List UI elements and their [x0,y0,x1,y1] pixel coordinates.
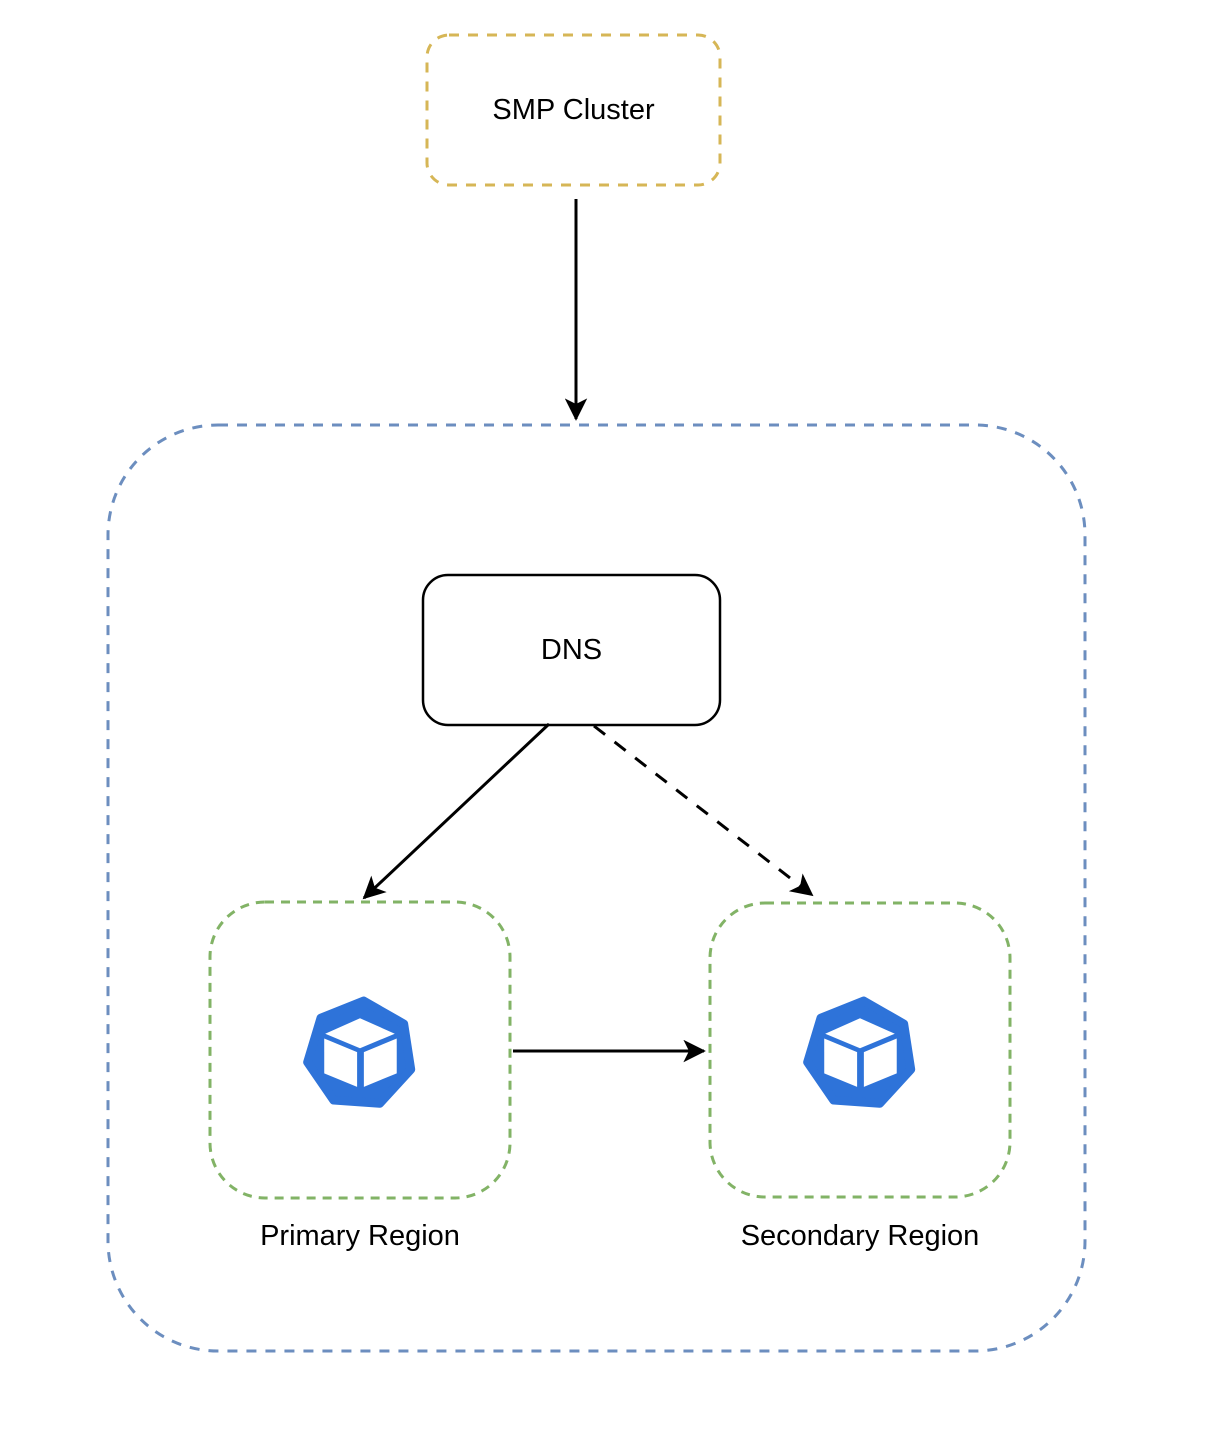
smp-cluster-label: SMP Cluster [492,93,655,126]
secondary-region-label: Secondary Region [740,1219,980,1252]
cube-heptagon-icon [803,996,916,1108]
regions-container-box [106,423,1087,1353]
dns-label: DNS [540,633,603,666]
dns-box [421,573,722,727]
edge-dns-to-primary [362,722,551,900]
edge-dns-to-secondary [593,724,814,897]
primary-region-label: Primary Region [260,1219,460,1252]
smp-cluster-box [425,33,722,187]
cube-heptagon-icon [303,996,416,1108]
